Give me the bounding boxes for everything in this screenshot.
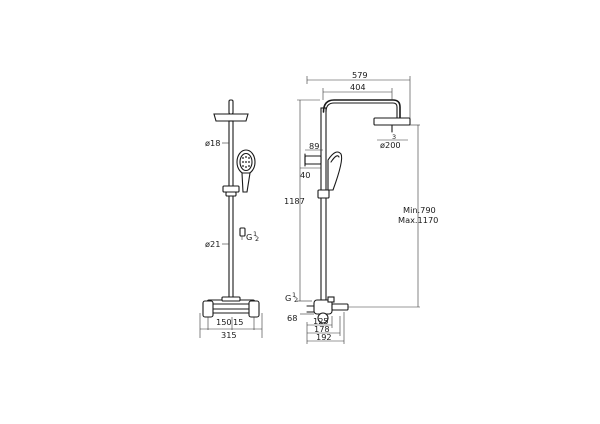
front-hand-shower	[236, 149, 256, 193]
label-g-right: G	[285, 293, 291, 303]
label-d21: ø21	[205, 239, 220, 249]
label-d200: ø200	[380, 140, 401, 150]
side-slider	[317, 189, 330, 199]
label-w89: 89	[309, 141, 319, 151]
label-w15: 15	[233, 317, 243, 327]
label-w150: 150	[216, 317, 232, 327]
side-shower-head	[373, 117, 411, 133]
front-slider-bracket	[222, 185, 240, 193]
front-thermostat-body	[202, 296, 260, 318]
label-g-left: G	[246, 232, 252, 242]
side-view: 579 404 89 40 1187 Min.790 Max.1170 3 ø2…	[284, 70, 438, 344]
label-min: Min.790	[403, 205, 436, 215]
svg-text:2: 2	[294, 296, 298, 304]
side-arm-bend	[322, 99, 401, 119]
front-riser-pipe	[228, 120, 234, 300]
label-d18: ø18	[205, 138, 220, 148]
svg-text:1: 1	[253, 230, 257, 238]
label-w178: 178	[314, 324, 330, 334]
label-w192: 192	[316, 332, 332, 342]
svg-text:1: 1	[292, 291, 296, 299]
side-riser-pipe	[320, 107, 327, 301]
label-w315: 315	[221, 330, 237, 340]
front-hose-connector	[239, 227, 246, 237]
label-w579: 579	[352, 70, 368, 80]
svg-text:2: 2	[255, 235, 259, 243]
label-w40: 40	[300, 170, 310, 180]
front-top-arm	[228, 99, 234, 115]
label-max: Max.1170	[398, 215, 438, 225]
label-h1187: 1187	[284, 196, 305, 206]
side-hand-shower	[327, 151, 343, 191]
label-w404: 404	[350, 82, 366, 92]
front-shower-head	[213, 113, 249, 122]
label-w125: 125	[313, 316, 329, 326]
label-n3: 3	[392, 133, 396, 141]
side-wall-bracket	[304, 155, 322, 165]
front-view: ø18 ø21 G 1 2 150 15 315	[199, 99, 263, 340]
label-w68: 68	[287, 313, 297, 323]
